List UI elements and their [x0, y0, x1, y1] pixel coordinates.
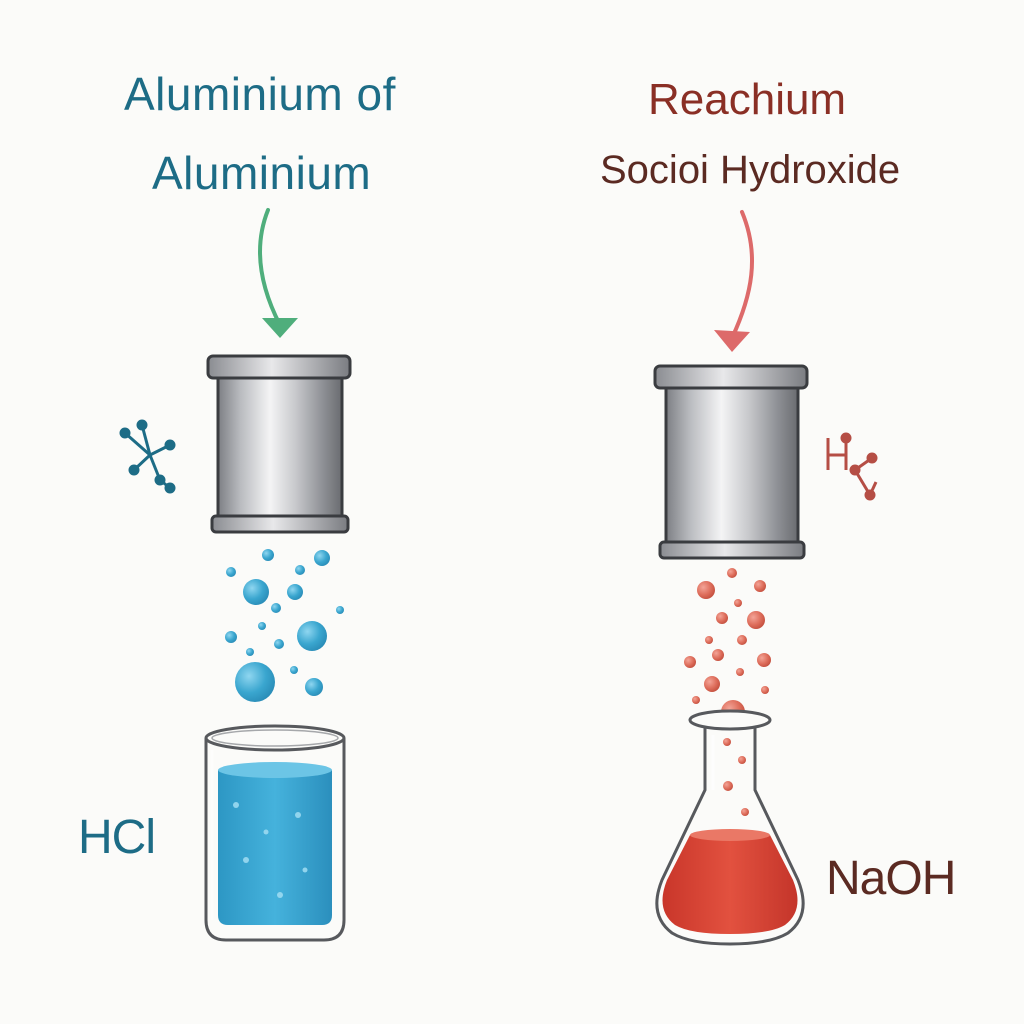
left-metal-cylinder	[206, 354, 352, 534]
right-title-line2: Socioi Hydroxide	[600, 148, 901, 192]
left-title-line1: Aluminium of	[124, 68, 396, 120]
left-arrow	[258, 208, 298, 338]
right-molecule-icon	[826, 432, 878, 501]
right-metal-cylinder	[653, 364, 809, 560]
right-reagent-label: NaOH	[826, 852, 956, 905]
left-bubbles	[225, 549, 344, 702]
right-bubbles	[684, 568, 771, 724]
left-beaker	[204, 724, 346, 942]
left-molecule-icon	[119, 419, 176, 494]
right-title-line1: Reachium	[648, 75, 847, 124]
left-reagent-label: HCl	[78, 811, 156, 864]
left-title-line2: Aluminium	[152, 147, 372, 199]
right-flask	[655, 709, 805, 946]
right-arrow	[714, 210, 754, 352]
